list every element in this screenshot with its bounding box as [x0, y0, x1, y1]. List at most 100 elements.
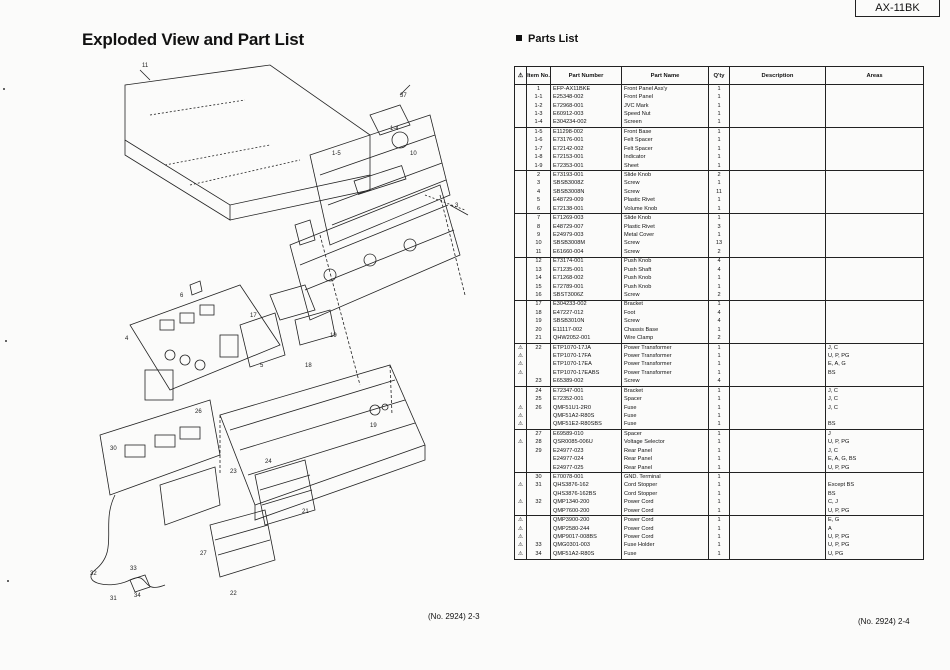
cell-desc [729, 282, 826, 292]
cell-qty: 1 [708, 153, 730, 162]
cell-warn: ⚠ [514, 541, 527, 551]
svg-text:22: 22 [230, 591, 237, 597]
cell-qty: 1 [708, 84, 730, 94]
svg-text:11: 11 [142, 63, 149, 69]
cell-desc [729, 420, 826, 430]
cell-name: Fuse [621, 550, 709, 560]
cell-qty: 1 [708, 446, 730, 456]
cell-name: Screw [621, 179, 709, 189]
cell-item: 20 [526, 325, 551, 335]
cell-name: Push Knob [621, 256, 709, 266]
cell-areas: BS [825, 420, 924, 430]
cell-part: E72142-002 [550, 145, 622, 154]
cell-areas [825, 222, 924, 232]
cell-areas [825, 179, 924, 189]
svg-text:17: 17 [250, 313, 257, 319]
cell-areas: J [825, 429, 924, 439]
cell-item [526, 524, 551, 534]
cell-desc [729, 118, 826, 128]
cell-desc [729, 352, 826, 361]
cell-warn [514, 299, 527, 310]
cell-areas: J, C [825, 385, 924, 396]
cell-name: Plastic Rivet [621, 196, 709, 205]
cell-warn [514, 309, 527, 318]
cell-qty: 1 [708, 385, 730, 396]
cell-qty: 2 [708, 170, 730, 180]
cell-warn [514, 231, 527, 240]
cell-part: E304234-002 [550, 118, 622, 128]
cell-areas: U, P, PG [825, 506, 924, 516]
cell-part: QMP3900-200 [550, 515, 622, 525]
cell-part: E72789-001 [550, 282, 622, 292]
cell-item: 18 [526, 309, 551, 318]
cell-name: Power Cord [621, 524, 709, 534]
cell-item: 29 [526, 446, 551, 456]
cell-name: Screw [621, 239, 709, 249]
cell-desc [729, 550, 826, 560]
cell-name: Front Base [621, 127, 709, 137]
cell-areas [825, 325, 924, 335]
cell-item: 24 [526, 385, 551, 396]
col-header-warning: ⚠ [514, 66, 527, 85]
cell-areas: BS [825, 490, 924, 499]
cell-desc [729, 266, 826, 275]
cell-part: E73193-001 [550, 170, 622, 180]
cell-item: 12 [526, 256, 551, 266]
cell-part: E72138-001 [550, 204, 622, 214]
cell-item: 15 [526, 282, 551, 292]
cell-warn: ⚠ [514, 342, 527, 353]
cell-part: E72347-001 [550, 385, 622, 396]
cell-name: Power Transformer [621, 360, 709, 370]
cell-qty: 1 [708, 481, 730, 491]
cell-warn [514, 463, 527, 473]
cell-item [526, 515, 551, 525]
cell-qty: 1 [708, 213, 730, 223]
cell-desc [729, 84, 826, 94]
cell-areas: J, C [825, 342, 924, 353]
cell-qty: 1 [708, 127, 730, 137]
cell-desc [729, 463, 826, 473]
cell-item: 28 [526, 438, 551, 447]
cell-item: 7 [526, 213, 551, 223]
cell-part: E73176-001 [550, 136, 622, 145]
cell-warn: ⚠ [514, 403, 527, 413]
cell-qty: 1 [708, 282, 730, 292]
cell-areas [825, 231, 924, 240]
cell-qty: 1 [708, 93, 730, 102]
cell-desc [729, 239, 826, 249]
cell-warn [514, 429, 527, 439]
cell-areas [825, 93, 924, 102]
cell-areas [825, 248, 924, 258]
cell-qty: 11 [708, 188, 730, 197]
cell-warn [514, 204, 527, 214]
cell-part: QMP1340-200 [550, 498, 622, 507]
cell-item: 1-9 [526, 161, 551, 171]
cell-areas: U, P, PG [825, 533, 924, 542]
cell-part: E304233-002 [550, 299, 622, 310]
cell-qty: 1 [708, 438, 730, 447]
cell-qty: 1 [708, 369, 730, 378]
cell-desc [729, 153, 826, 162]
cell-desc [729, 256, 826, 266]
col-header-description: Description [729, 66, 826, 85]
cell-warn [514, 266, 527, 275]
cell-desc [729, 377, 826, 387]
cell-warn: ⚠ [514, 533, 527, 542]
cell-part: QMP7600-200 [550, 506, 622, 516]
cell-item: 31 [526, 481, 551, 491]
cell-warn [514, 274, 527, 283]
cell-item: 19 [526, 317, 551, 326]
cell-part: E71269-003 [550, 213, 622, 223]
cell-item [526, 369, 551, 378]
